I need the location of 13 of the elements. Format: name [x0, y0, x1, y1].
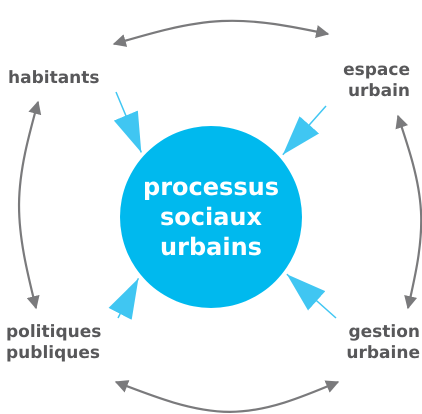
- circle-label: processus sociaux urbains: [143, 172, 279, 262]
- curved-arrow: [114, 380, 340, 413]
- wedge-arrow: [108, 278, 140, 320]
- node-label: gestion urbaine: [345, 322, 420, 364]
- curved-arrow: [396, 114, 422, 310]
- wedge-arrow: [286, 274, 336, 319]
- node-label: espace urbain: [342, 60, 410, 102]
- curved-arrow: [112, 20, 330, 47]
- node-label: habitants: [8, 68, 100, 90]
- wedge-arrow: [114, 92, 142, 153]
- curved-arrow: [18, 100, 42, 310]
- node-label: politiques publiques: [6, 322, 102, 364]
- wedge-arrow: [282, 106, 327, 156]
